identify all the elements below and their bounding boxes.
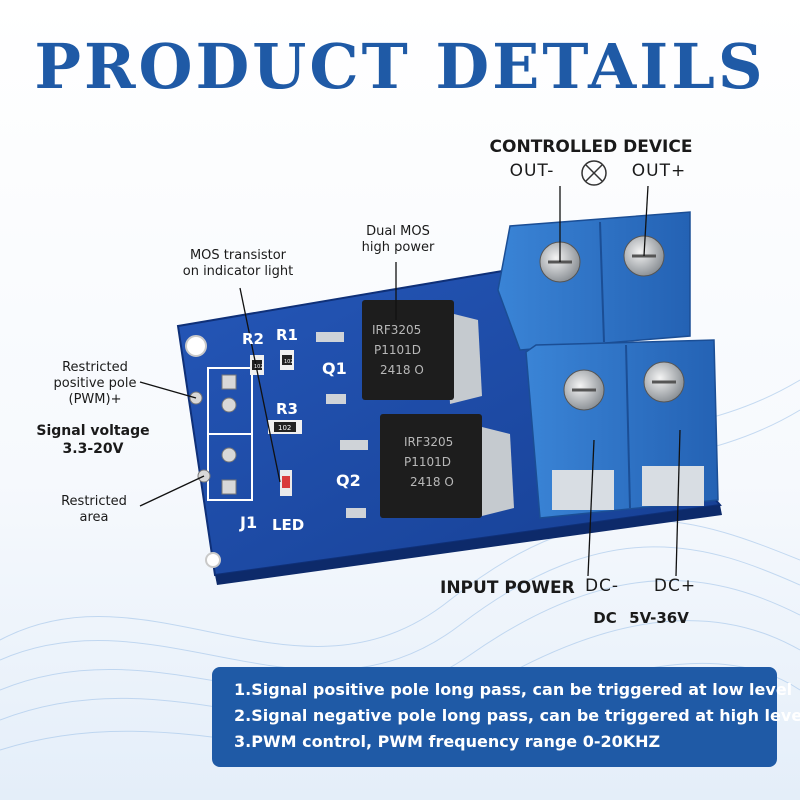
resistor-r2 xyxy=(250,355,264,375)
chip2-line3: 2418 O xyxy=(410,475,454,489)
label-led: LED xyxy=(272,516,304,534)
restricted-area-line2: area xyxy=(79,510,109,525)
controlled-device-heading: CONTROLLED DEVICE xyxy=(489,137,693,157)
chip1-line3: 2418 O xyxy=(380,363,424,377)
mosfet-q1 xyxy=(316,300,482,404)
notes-panel: 1.Signal positive pole long pass, can be… xyxy=(212,667,800,767)
restricted-positive-callout: Restricted positive pole (PWM)+ xyxy=(40,360,150,408)
mount-hole xyxy=(185,335,207,357)
chip1-line2: P1101D xyxy=(374,343,421,357)
page-title: PRODUCT DETAILS xyxy=(34,30,766,103)
label-r2: R2 xyxy=(242,330,264,348)
restricted-pos-line1: Restricted xyxy=(62,360,128,375)
restricted-area-line1: Restricted xyxy=(61,494,127,509)
label-r1: R1 xyxy=(276,326,298,344)
mount-hole xyxy=(205,552,221,568)
signal-voltage-callout: Signal voltage 3.3-20V xyxy=(34,422,152,458)
label-q2: Q2 xyxy=(336,471,361,490)
label-r3: R3 xyxy=(276,400,298,418)
terminal-block-output xyxy=(497,211,691,351)
mosfet-q2 xyxy=(340,414,514,518)
leader-lines xyxy=(139,185,681,577)
resistor-r1 xyxy=(280,350,294,370)
input-power-label: INPUT POWER xyxy=(440,578,575,598)
mos-indicator-line1: MOS transistor xyxy=(189,248,287,263)
dc-minus-label: DC- xyxy=(584,576,620,596)
out-plus-label: OUT+ xyxy=(631,161,687,181)
label-q1: Q1 xyxy=(322,359,347,378)
note-item: 2.Signal negative pole long pass, can be… xyxy=(234,706,800,725)
mos-indicator-callout: MOS transistor on indicator light xyxy=(168,248,308,280)
note-item: 3.PWM control, PWM frequency range 0-20K… xyxy=(234,732,661,751)
resistor-r3-code: 102 xyxy=(278,424,291,432)
dual-mos-line1: Dual MOS xyxy=(366,224,430,239)
signal-voltage-line2: 3.3-20V xyxy=(62,441,124,457)
signal-voltage-line1: Signal voltage xyxy=(36,423,150,439)
chip1-line1: IRF3205 xyxy=(372,323,421,337)
mos-indicator-line2: on indicator light xyxy=(182,264,294,279)
dc-plus-label: DC+ xyxy=(653,576,697,596)
dc-label: DC xyxy=(593,609,617,627)
pcb-board xyxy=(176,211,722,585)
led-indicator xyxy=(280,470,292,496)
restricted-pos-line2: positive pole xyxy=(53,376,137,391)
j1-header xyxy=(189,367,253,501)
resistor-r2-code: 102 xyxy=(254,364,264,370)
dc-range-label: 5V-36V xyxy=(629,609,689,627)
dual-mos-callout: Dual MOS high power xyxy=(338,224,458,256)
label-j1: J1 xyxy=(239,513,257,532)
resistor-r3 xyxy=(268,420,302,434)
resistor-r1-code: 102 xyxy=(284,359,294,365)
out-minus-label: OUT- xyxy=(509,161,555,181)
dual-mos-line2: high power xyxy=(361,240,435,255)
controlled-device-symbol-icon xyxy=(581,160,607,186)
restricted-area-callout: Restricted area xyxy=(44,494,144,526)
restricted-pos-line3: (PWM)+ xyxy=(68,392,122,407)
note-item: 1.Signal positive pole long pass, can be… xyxy=(234,680,793,699)
chip2-line1: IRF3205 xyxy=(404,435,453,449)
terminal-block-input xyxy=(525,339,719,519)
chip2-line2: P1101D xyxy=(404,455,451,469)
